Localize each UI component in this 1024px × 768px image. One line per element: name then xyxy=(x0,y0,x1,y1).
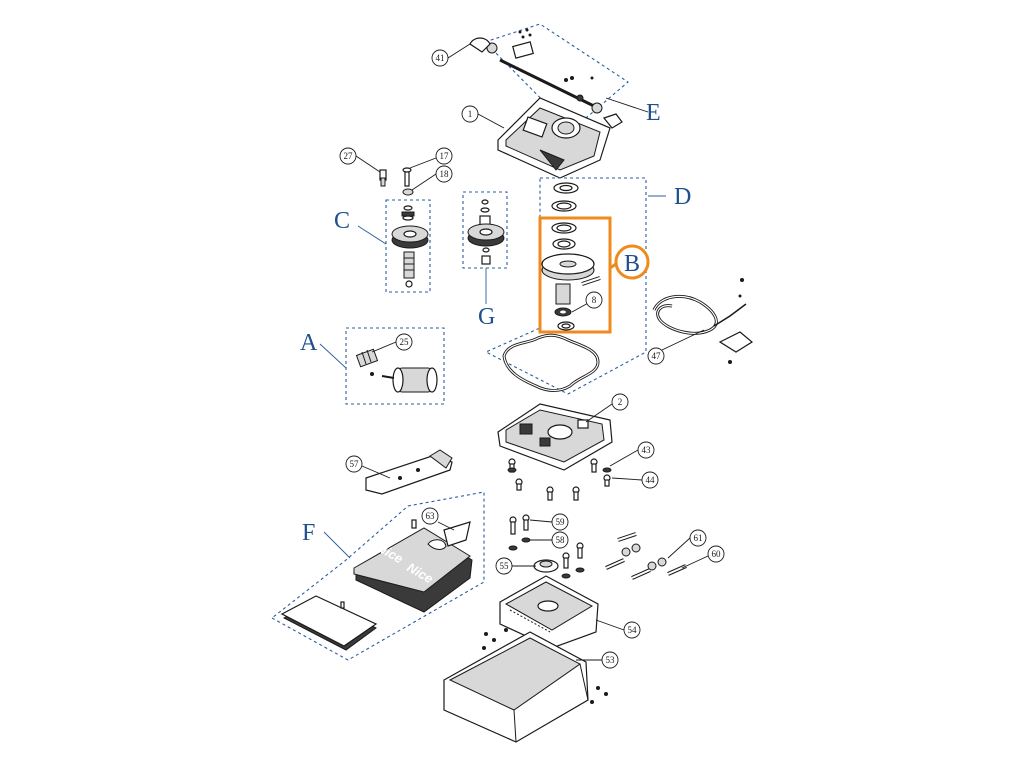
callout-61: 61 xyxy=(689,529,707,547)
shaft-knob xyxy=(486,42,498,54)
svg-text:60: 60 xyxy=(712,549,722,559)
cover-panel: Nice Nice xyxy=(353,527,473,613)
release-handle xyxy=(469,37,491,53)
release-key xyxy=(602,113,623,129)
svg-text:55: 55 xyxy=(500,561,510,571)
pins-60-61 xyxy=(605,532,687,580)
battery-panel xyxy=(280,595,378,651)
shaft-bushing xyxy=(591,102,603,114)
callout-1: 1 xyxy=(461,105,479,123)
release-shaft xyxy=(499,58,599,110)
callout-2: 2 xyxy=(611,393,629,411)
callout-53: 53 xyxy=(601,651,619,669)
pinion-gear xyxy=(391,225,429,249)
housing-gasket xyxy=(502,333,600,392)
control-frame xyxy=(499,575,599,649)
callout-57: 57 xyxy=(345,455,363,473)
leader-lines xyxy=(319,43,709,661)
svg-text:57: 57 xyxy=(350,459,360,469)
group-label-e: E xyxy=(646,100,661,126)
svg-text:53: 53 xyxy=(606,655,616,665)
group-b-highlight-circle xyxy=(614,244,650,280)
group-label-c: C xyxy=(334,208,350,234)
group-label-b: B xyxy=(624,251,640,277)
cable-harness xyxy=(652,278,754,364)
callout-55: 55 xyxy=(495,557,513,575)
svg-text:8: 8 xyxy=(592,295,597,305)
callout-41: 41 xyxy=(431,49,449,67)
idler-gear xyxy=(467,223,505,247)
svg-text:63: 63 xyxy=(426,511,436,521)
group-b-highlight-box xyxy=(538,216,612,334)
washer-18 xyxy=(402,188,414,196)
svg-text:54: 54 xyxy=(628,625,638,635)
svg-text:27: 27 xyxy=(344,151,354,161)
group-label-g: G xyxy=(478,304,495,330)
callout-59: 59 xyxy=(551,513,569,531)
callout-63: 63 xyxy=(421,507,439,525)
screws-mid xyxy=(546,486,580,501)
cover-screw xyxy=(411,519,417,529)
group-label-d: D xyxy=(674,184,691,210)
group-a-box xyxy=(345,327,445,405)
callout-60: 60 xyxy=(707,545,725,563)
callout-44: 44 xyxy=(641,471,659,489)
callout-8: 8 xyxy=(585,291,603,309)
svg-text:61: 61 xyxy=(694,533,703,543)
svg-text:1: 1 xyxy=(468,109,473,119)
release-lever xyxy=(512,41,534,59)
callout-47: 47 xyxy=(647,347,665,365)
motor-shaft xyxy=(403,251,415,279)
bracket-57 xyxy=(365,449,453,495)
svg-text:25: 25 xyxy=(400,337,410,347)
group-d-box xyxy=(484,177,647,395)
svg-text:43: 43 xyxy=(642,445,652,455)
group-e xyxy=(469,23,629,131)
svg-text:41: 41 xyxy=(436,53,445,63)
main-gear xyxy=(541,253,595,281)
group-f-box xyxy=(271,491,485,661)
electric-motor xyxy=(381,367,438,393)
screw-17 xyxy=(402,167,412,187)
svg-text:44: 44 xyxy=(646,475,656,485)
svg-text:47: 47 xyxy=(652,351,662,361)
lower-housing xyxy=(497,403,613,471)
callout-54: 54 xyxy=(623,621,641,639)
svg-text:18: 18 xyxy=(440,169,450,179)
callout-58: 58 xyxy=(551,531,569,549)
output-pinion xyxy=(555,283,571,305)
part-55 xyxy=(533,559,559,573)
top-housing xyxy=(497,97,611,179)
part-63 xyxy=(443,521,471,547)
svg-text:2: 2 xyxy=(618,397,623,407)
callout-17: 17 xyxy=(435,147,453,165)
svg-text:58: 58 xyxy=(556,535,566,545)
worm-screw xyxy=(355,348,379,368)
screws-58-59 xyxy=(508,514,585,579)
base-box xyxy=(443,628,608,743)
callout-27: 27 xyxy=(339,147,357,165)
group-label-a: A xyxy=(300,330,318,356)
svg-text:17: 17 xyxy=(440,151,450,161)
callout-25: 25 xyxy=(395,333,413,351)
group-label-f: F xyxy=(302,520,315,546)
callout-43: 43 xyxy=(637,441,655,459)
callout-18: 18 xyxy=(435,165,453,183)
svg-text:59: 59 xyxy=(556,517,566,527)
bolt-27 xyxy=(379,169,387,187)
group-c-box xyxy=(385,199,431,293)
screws-43-44 xyxy=(507,458,612,491)
